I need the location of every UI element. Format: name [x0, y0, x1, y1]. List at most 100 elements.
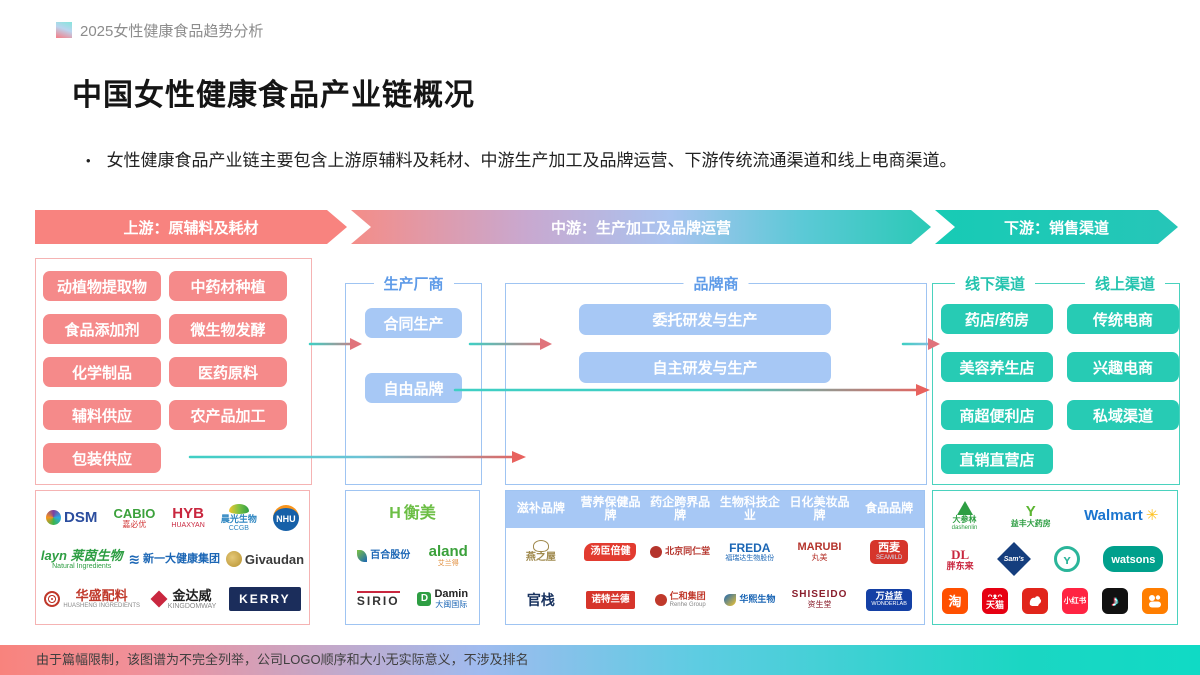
logo-kingdomway: 金达威 KINGDOMWAY — [150, 589, 216, 610]
logo-nhu: NHU — [272, 504, 299, 531]
huasheng-seal-icon — [44, 591, 61, 608]
online-channels-label: 线上渠道 — [1085, 273, 1166, 294]
logo-yifeng: Y 益丰大药房 — [1010, 502, 1051, 528]
brands-logo-wall: 滋补品牌 营养保健品牌 药企跨界品牌 生物科技企业 日化美妆品牌 食品品牌 燕之… — [505, 490, 925, 625]
logo-damin: D Damin 大闽国际 — [417, 589, 468, 609]
upstream-item: 包装供应 — [43, 443, 161, 473]
taobao-icon: 淘 — [942, 588, 968, 615]
logo-kerry: KERRY — [229, 587, 301, 612]
intro-bullet: • 女性健康食品产业链主要包含上游原辅料及耗材、中游生产加工及品牌运营、下游传统… — [86, 150, 957, 172]
upstream-item: 动植物提取物 — [43, 271, 161, 301]
brand-category: 食品品牌 — [865, 501, 914, 516]
logo-dashenlin: 大参林 dashenlin — [952, 500, 977, 531]
xiaohongshu-icon: 小红书 — [1062, 588, 1088, 615]
channel-item: 商超便利店 — [941, 400, 1053, 430]
logo-marubi: MARUBI 丸美 — [797, 540, 842, 562]
logo-xinyida: ≋ 新一大健康集团 — [128, 551, 221, 568]
brand-category-header: 滋补品牌 营养保健品牌 药企跨界品牌 生物科技企业 日化美妆品牌 食品品牌 — [506, 491, 924, 528]
upstream-item: 微生物发酵 — [169, 314, 287, 344]
brand-category: 药企跨界品牌 — [650, 494, 711, 523]
brand-category: 营养保健品牌 — [580, 494, 641, 523]
channel-item: 美容养生店 — [941, 352, 1053, 382]
givaudan-circle-icon — [225, 551, 242, 568]
logo-layn: layn 莱茵生物 Natural Ingredients — [40, 547, 123, 570]
upstream-item: 食品添加剂 — [43, 314, 161, 344]
logo-aland: aland 艾兰得 — [428, 543, 468, 567]
wave-icon: ≋ — [128, 551, 141, 568]
banner-downstream: 下游：销售渠道 — [935, 210, 1178, 244]
dsm-swirl-icon — [46, 510, 62, 526]
upstream-item: 农产品加工 — [169, 400, 287, 430]
banner-upstream: 上游：原辅料及耗材 — [35, 210, 347, 244]
jd-dog-icon — [1022, 588, 1048, 615]
logo-tongrentang: 北京同仁堂 — [645, 528, 715, 576]
upstream-item: 化学制品 — [43, 357, 161, 387]
tmall-icon: ᴖᴥᴖ 天猫 — [982, 588, 1008, 615]
producers-frame: 生产厂商 合同生产 自由品牌 — [345, 273, 482, 485]
logo-baihe: 百合股份 — [357, 549, 410, 562]
brand-gradient-icon — [56, 22, 72, 38]
producer-item: 合同生产 — [365, 308, 462, 338]
brand-category: 生物科技企业 — [719, 494, 780, 523]
page-title: 中国女性健康食品产业链概况 — [72, 79, 475, 112]
dashenlin-tree-icon — [956, 500, 973, 515]
logo-dsm: DSM — [46, 510, 97, 526]
logo-renhe: 仁和集团 Renhe Group — [645, 576, 715, 624]
logo-hyb: HYB HUAXYAN — [171, 505, 205, 530]
channels-logo-wall: 大参林 dashenlin Y 益丰大药房 Walmart ✳ DL 胖东来 S… — [932, 490, 1178, 625]
upstream-item: 辅料供应 — [43, 400, 161, 430]
yifeng-y-leaf-icon: Y — [1025, 502, 1036, 520]
logo-freda: FREDA 福瑞达生物股份 — [725, 540, 775, 562]
logo-cabio: CABIO 嘉必优 — [113, 505, 156, 529]
intro-text: 女性健康食品产业链主要包含上游原辅料及耗材、中游生产加工及品牌运营、下游传统流通… — [106, 151, 957, 170]
producer-item: 自由品牌 — [365, 373, 462, 403]
sprout-circle-icon: ʏ — [1054, 546, 1081, 573]
channel-item: 私域渠道 — [1067, 400, 1179, 430]
logo-pangdonglai: DL 胖东来 — [946, 546, 974, 571]
brands-frame: 品牌商 委托研发与生产 自主研发与生产 — [505, 273, 927, 485]
producers-label: 生产厂商 — [373, 273, 454, 294]
logo-nutriland: 诺特兰德 — [576, 576, 646, 624]
logo-seamild: 西麦 SEAMILD — [854, 528, 924, 576]
logo-huasheng: 华盛配料 HUASHENG INGREDIENTS — [44, 589, 140, 609]
upstream-item: 中药材种植 — [169, 271, 287, 301]
breadcrumb: 2025女性健康食品趋势分析 — [80, 23, 264, 40]
brand-category: 滋补品牌 — [516, 501, 565, 516]
logo-byhealth: 汤臣倍健 — [576, 528, 646, 576]
banner-midstream: 中游：生产加工及品牌运营 — [351, 210, 931, 244]
baihe-leaf-icon — [357, 549, 368, 562]
logo-givaudan: Givaudan — [225, 551, 304, 568]
logo-shiseido: SHISEIDO 资生堂 — [791, 589, 848, 610]
tongrentang-seal-icon — [650, 545, 663, 558]
channel-item: 直销直营店 — [941, 444, 1053, 474]
brand-item: 委托研发与生产 — [579, 304, 831, 335]
upstream-logo-wall: DSM CABIO 嘉必优 HYB HUAXYAN 晨光生物 CCGB NHU … — [35, 490, 310, 625]
logo-bloomage: 华熙生物 — [715, 576, 785, 624]
brands-label: 品牌商 — [683, 273, 749, 294]
producers-logo-wall: H 衡美 百合股份 aland 艾兰得 SIRIO D Damin 大闽国际 — [345, 490, 480, 625]
hengmei-h-icon: H — [389, 505, 401, 522]
logo-watsons: watsons — [1103, 546, 1164, 573]
channel-item: 传统电商 — [1067, 304, 1179, 334]
logo-chenguang: 晨光生物 CCGB — [221, 503, 257, 532]
kuaishou-camera-icon — [1142, 588, 1168, 615]
offline-channels-label: 线下渠道 — [955, 273, 1036, 294]
logo-yanzhiwu: 燕之屋 — [506, 528, 576, 576]
tmall-cat-icon: ᴖᴥᴖ — [987, 591, 1003, 601]
footer-gradient-bar: 由于篇幅限制，该图谱为不完全列举，公司LOGO顺序和大小无实际意义，不涉及排名 — [0, 645, 1200, 675]
logo-sirio: SIRIO — [356, 591, 400, 607]
upstream-item: 医药原料 — [169, 357, 287, 387]
logo-guanzhan: 官栈 — [526, 591, 555, 608]
yanzhiwu-nest-icon — [532, 540, 549, 553]
brand-item: 自主研发与生产 — [579, 352, 831, 383]
chenguang-swirl-icon — [228, 503, 249, 514]
logo-walmart: Walmart ✳ — [1084, 507, 1159, 525]
channel-item: 药店/药房 — [941, 304, 1053, 334]
channel-item: 兴趣电商 — [1067, 352, 1179, 382]
bloomage-swirl-icon — [724, 593, 737, 606]
logo-wonderlab: 万益蓝 WONDERLAB — [854, 576, 924, 624]
bullet-dot-icon: • — [86, 153, 91, 168]
walmart-spark-icon: ✳ — [1145, 507, 1159, 525]
logo-hengmei: H 衡美 — [389, 505, 436, 522]
